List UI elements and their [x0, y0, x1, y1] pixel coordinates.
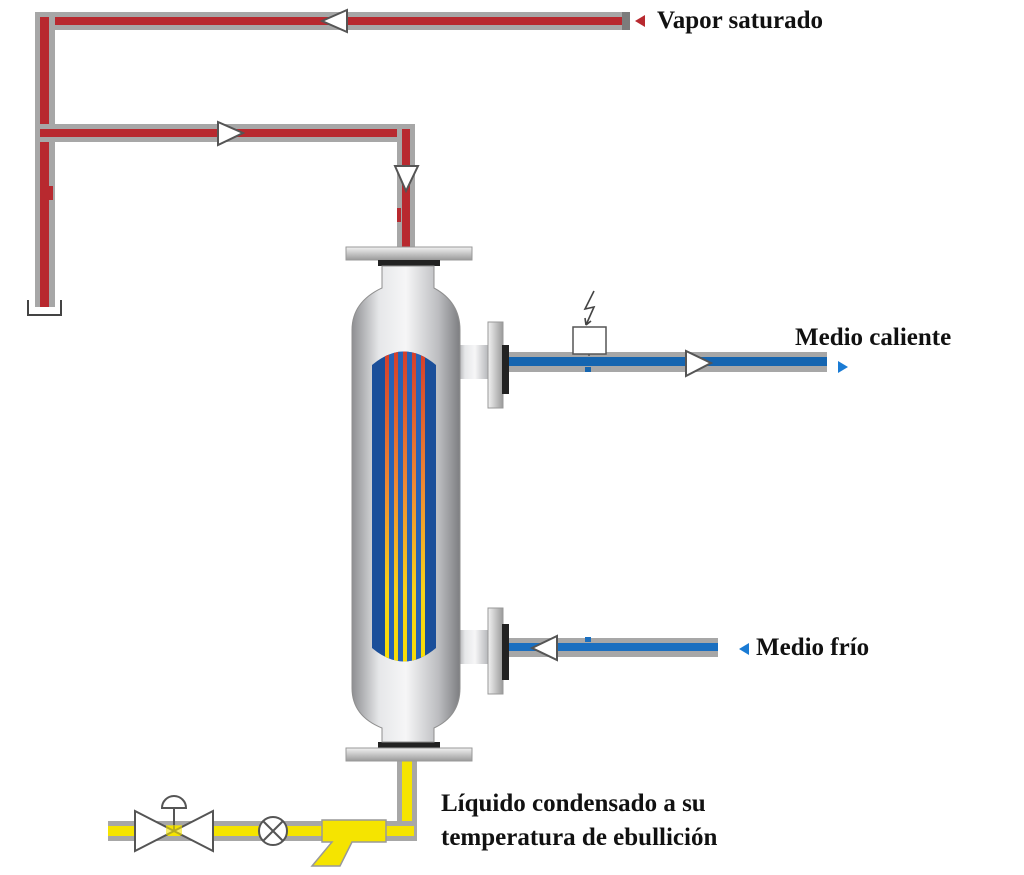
steam-pipe	[27, 12, 630, 316]
vapor-saturado-label: Vapor saturado	[657, 7, 824, 34]
flow-arrow-icon	[393, 165, 420, 194]
flow-arrow-icon	[739, 643, 749, 655]
liquido-condensado-label: Líquido condensado a su temperatura de e…	[441, 787, 717, 855]
sight-glass-icon	[258, 816, 288, 846]
lightning-icon	[583, 290, 596, 326]
flow-arrow-icon	[635, 15, 645, 27]
flow-arrow-icon	[685, 349, 714, 378]
hot-medium-pipe	[505, 352, 827, 372]
actuator-icon	[160, 795, 188, 809]
instrument	[572, 290, 607, 356]
valve-icon	[134, 795, 214, 853]
heat-exchanger	[345, 246, 509, 762]
steam-trap-icon	[310, 819, 387, 867]
medio-caliente-label: Medio caliente	[795, 324, 952, 351]
medio-frio-label: Medio frío	[756, 634, 870, 661]
flow-arrow-icon	[217, 120, 246, 147]
instrument-box-icon	[572, 326, 607, 355]
flow-arrow-icon	[838, 361, 848, 373]
flow-arrow-icon	[529, 634, 558, 662]
flow-arrow-icon	[319, 8, 348, 34]
liquido-condensado-line2: temperatura de ebullición	[441, 824, 718, 851]
cold-medium-pipe	[505, 637, 718, 657]
liquido-condensado-line1: Líquido condensado a su	[441, 790, 706, 817]
